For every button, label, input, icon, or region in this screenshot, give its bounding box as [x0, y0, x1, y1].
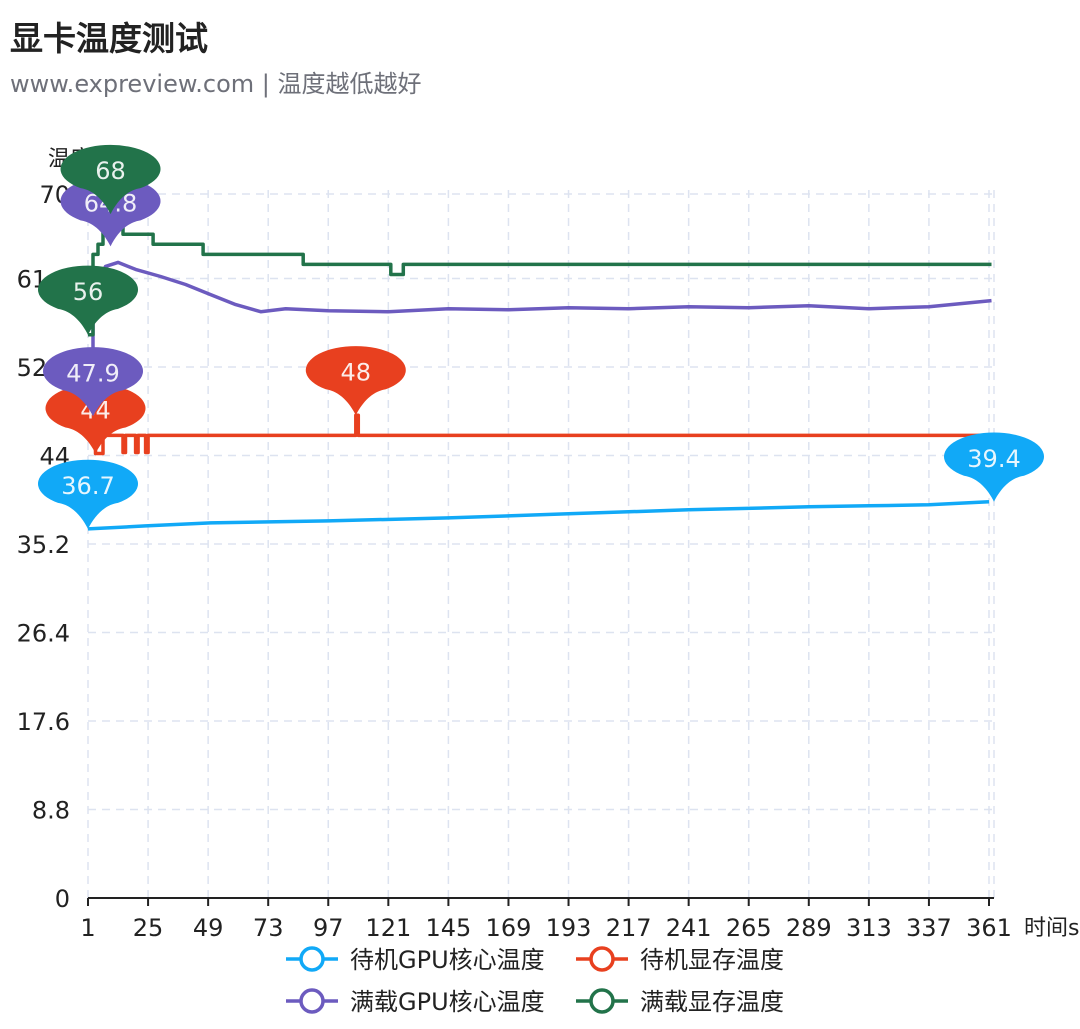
legend-label: 满载GPU核心温度 [350, 988, 545, 1016]
marker-pin-value: 47.9 [66, 359, 119, 387]
marker-pin: 68 [60, 144, 161, 215]
marker-pin-shape [60, 144, 161, 215]
x-tick-label: 121 [365, 914, 411, 942]
legend-circle-icon [589, 946, 615, 972]
legend-item[interactable]: 满载GPU核心温度 [286, 988, 545, 1016]
x-tick-label: 241 [666, 914, 712, 942]
marker-pin: 39.4 [944, 432, 1044, 502]
x-tick-label: 265 [726, 914, 772, 942]
x-tick-label: 97 [313, 914, 344, 942]
legend-item[interactable]: 待机显存温度 [576, 946, 784, 974]
marker-pin-shape [38, 459, 138, 529]
series-line-3 [88, 212, 992, 337]
marker-pin-value: 39.4 [967, 445, 1020, 473]
x-tick-label: 145 [425, 914, 471, 942]
chart-subtitle: www.expreview.com | 温度越低越好 [10, 70, 422, 98]
x-tick-label: 25 [133, 914, 164, 942]
series-line-0 [87, 500, 990, 531]
chart-title: 显卡温度测试 [10, 19, 208, 58]
legend-item[interactable]: 满载显存温度 [576, 988, 784, 1016]
x-tick-label: 361 [966, 914, 1012, 942]
marker-pin-shape [37, 265, 138, 335]
marker-pin-value: 56 [73, 278, 104, 306]
x-tick-label: 193 [546, 914, 592, 942]
x-tick-label: 313 [846, 914, 892, 942]
marker-pin: 56 [37, 265, 138, 335]
y-tick-label: 17.6 [17, 708, 70, 736]
marker-pin-shape [45, 384, 146, 454]
x-axis-name: 时间s [1024, 916, 1079, 941]
legend-item[interactable]: 待机GPU核心温度 [286, 946, 545, 974]
x-tick-label: 73 [253, 914, 284, 942]
marker-pin: 48 [305, 346, 406, 416]
x-tick-label: 169 [486, 914, 532, 942]
marker-pin-value: 68 [95, 157, 126, 185]
marker-pin: 47.9 [43, 347, 144, 417]
legend-label: 待机显存温度 [640, 946, 784, 974]
x-tick-label: 217 [606, 914, 652, 942]
x-tick-label: 49 [193, 914, 224, 942]
marker-pin-value: 48 [341, 358, 372, 386]
marker-pin-shape [944, 432, 1044, 502]
x-tick-label: 337 [906, 914, 952, 942]
x-tick-label: 289 [786, 914, 832, 942]
legend-circle-icon [299, 946, 325, 972]
legend-label: 待机GPU核心温度 [350, 946, 545, 974]
y-tick-label: 26.4 [17, 620, 70, 648]
legend-label: 满载显存温度 [640, 988, 784, 1016]
y-tick-label: 0 [55, 885, 70, 913]
legend-circle-icon [589, 988, 615, 1014]
legend-circle-icon [299, 988, 325, 1014]
series-line-2 [88, 260, 992, 419]
y-tick-label: 8.8 [32, 797, 70, 825]
marker-pin-shape [305, 346, 406, 416]
grid [87, 190, 995, 899]
series-line-1 [88, 413, 992, 456]
marker-pin: 36.7 [38, 459, 138, 529]
y-tick-label: 35.2 [17, 531, 70, 559]
marker-pin-shape [43, 347, 144, 417]
x-tick-label: 1 [80, 914, 95, 942]
marker-pin-value: 36.7 [61, 472, 114, 500]
